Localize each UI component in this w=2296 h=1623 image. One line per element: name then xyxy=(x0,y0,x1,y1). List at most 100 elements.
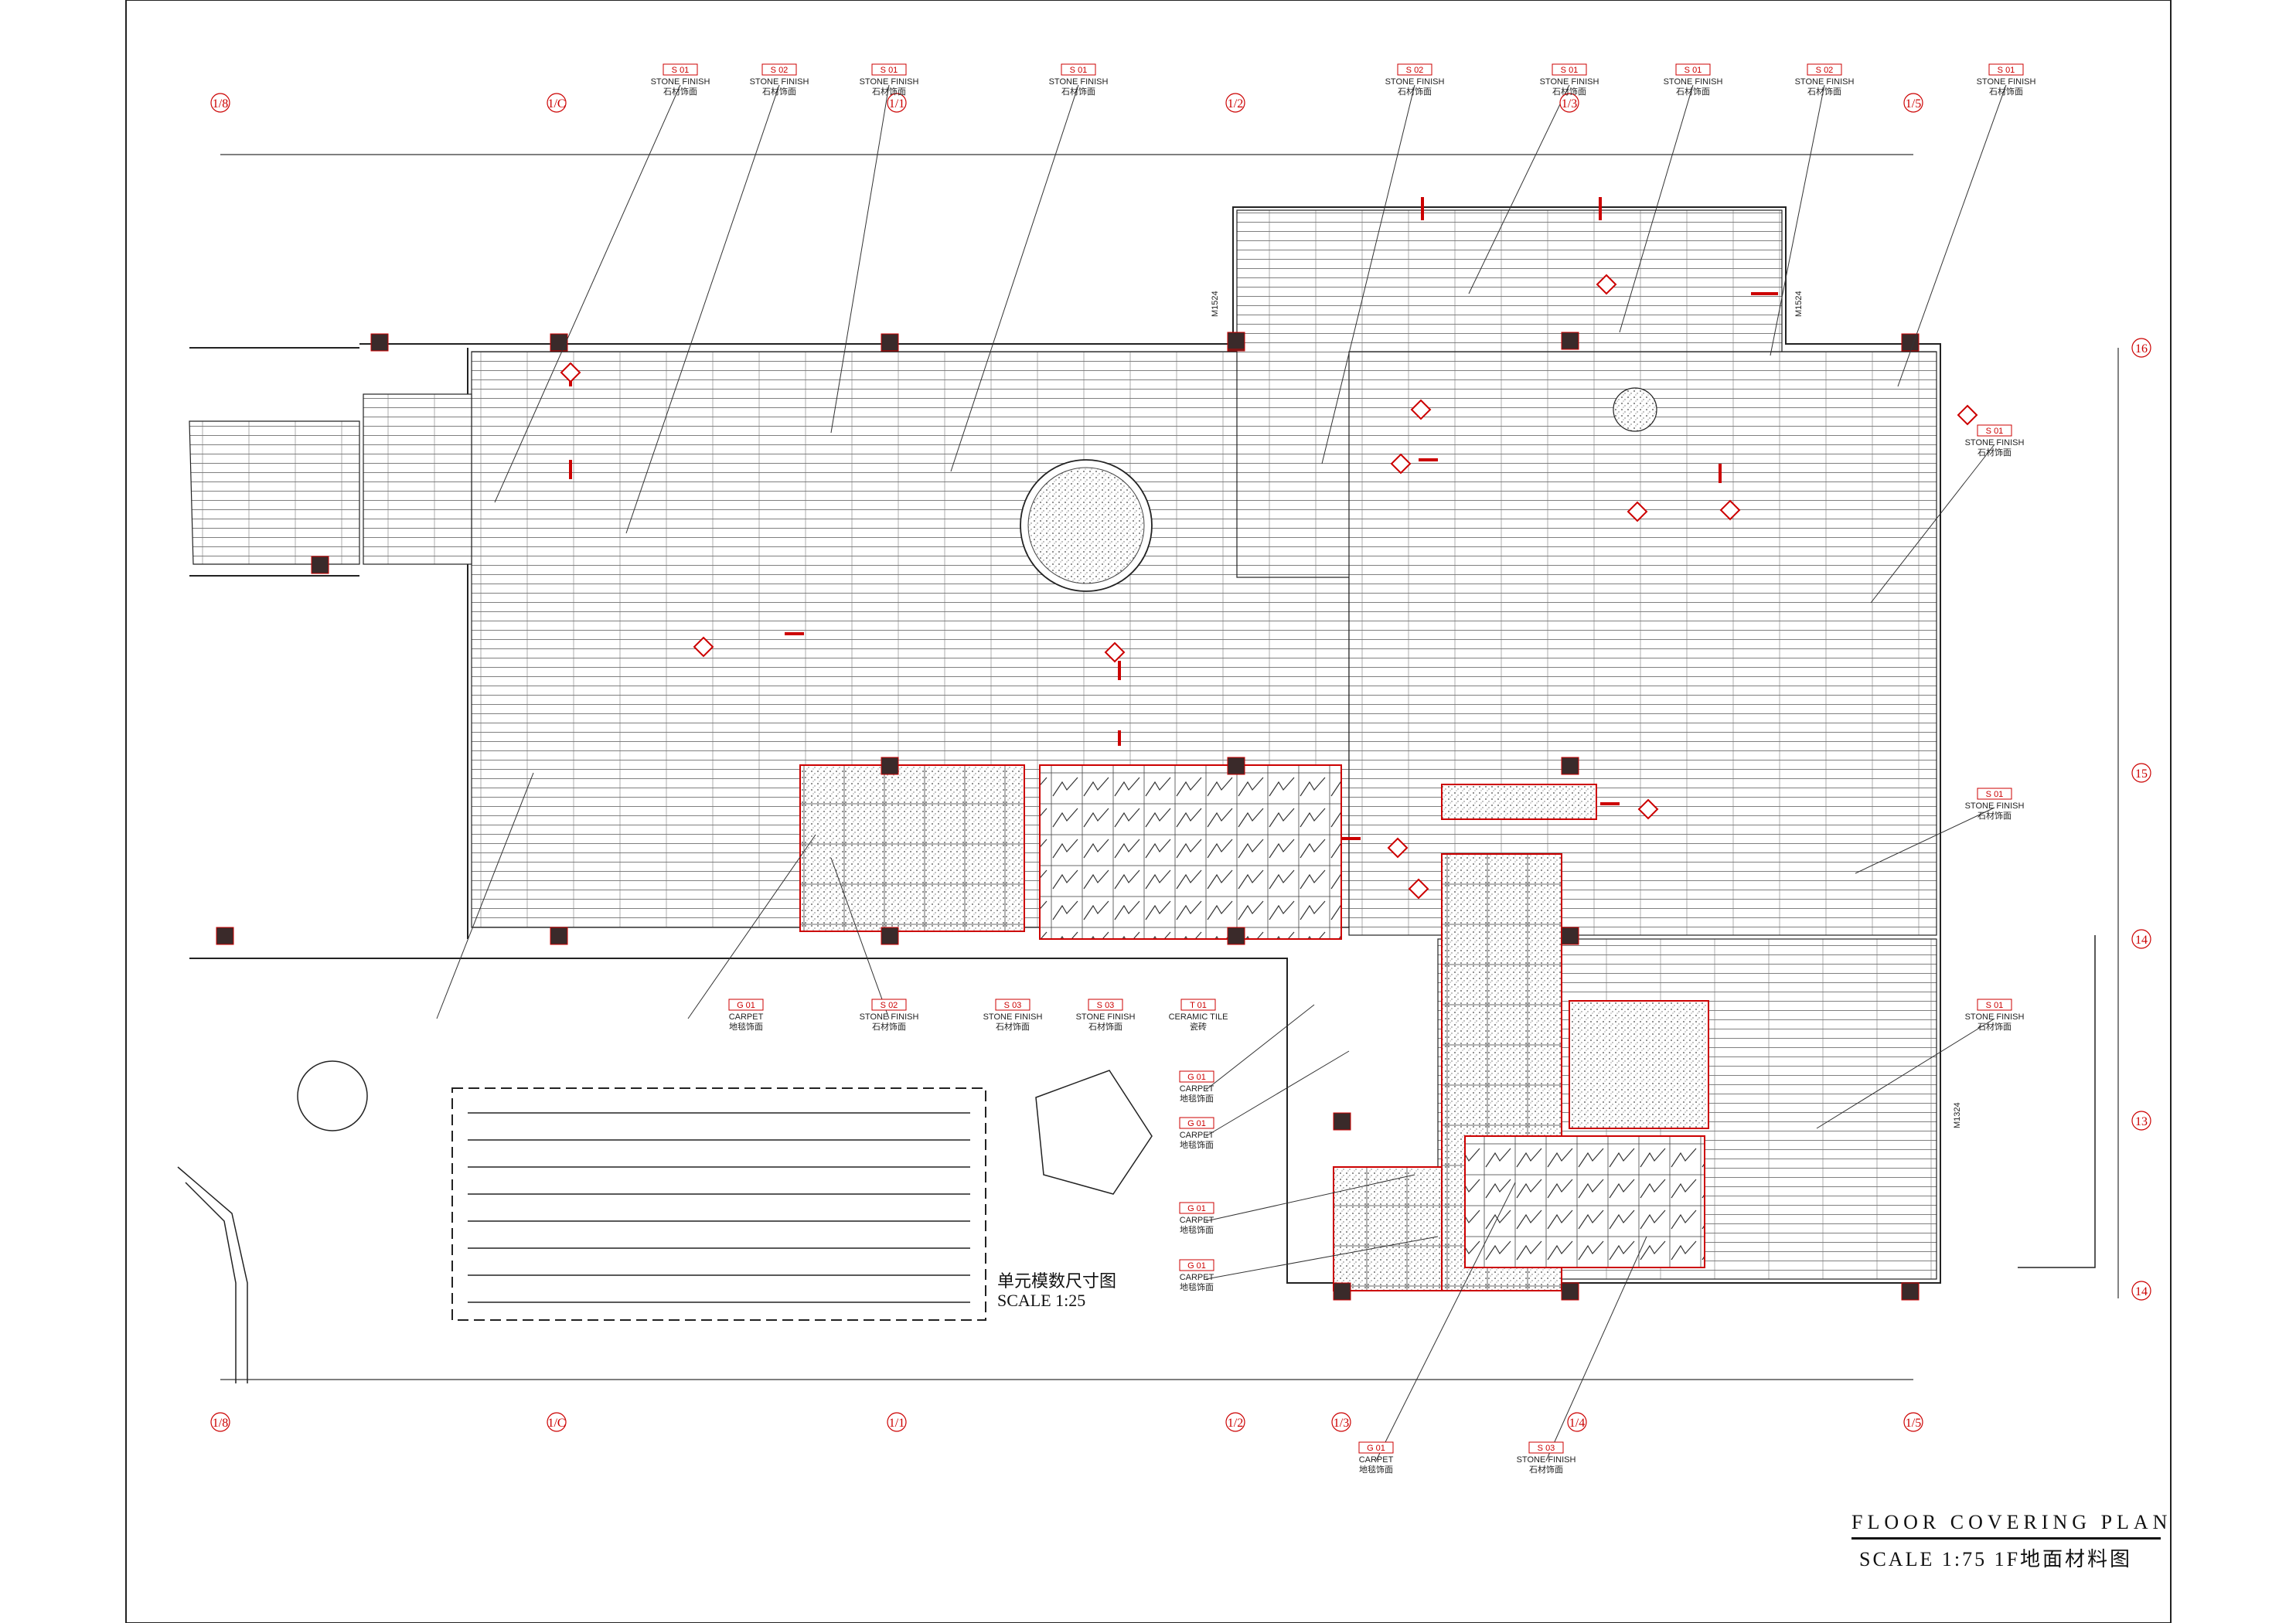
material-tag-sub: 地毯饰面 xyxy=(1180,1281,1214,1292)
feature-circle xyxy=(1020,387,1657,592)
material-tag-box xyxy=(995,999,1030,1011)
material-tag-sub: 石材饰面 xyxy=(996,1021,1030,1032)
material-tag-box xyxy=(1061,63,1096,76)
material-tag-sub: 石材饰面 xyxy=(1552,86,1586,97)
grid-label: 1/8 xyxy=(213,1417,228,1430)
material-tag-label: STONE FINISH xyxy=(750,77,809,87)
material-tag-sub: 石材饰面 xyxy=(1989,86,2023,97)
material-tag-sub: 石材饰面 xyxy=(1398,86,1432,97)
grid-labels-right: 16 15 14 13 14 xyxy=(2135,342,2148,1298)
material-tag-code: S 01 xyxy=(1998,66,2015,75)
terrazzo-zone-bar xyxy=(1441,784,1597,820)
grid-label: 14 xyxy=(2135,934,2148,947)
material-tag-box xyxy=(663,63,698,76)
material-tag-sub: 石材饰面 xyxy=(1977,447,2012,458)
landscape-features xyxy=(177,935,2096,1383)
material-tag-sub: 石材饰面 xyxy=(663,86,697,97)
material-tag-code: S 03 xyxy=(1097,1001,1115,1010)
material-tag-box xyxy=(761,63,797,76)
door-tag: M1524 xyxy=(1794,291,1804,317)
material-tag-box xyxy=(1180,999,1216,1011)
grid-label: 14 xyxy=(2135,1285,2148,1298)
material-tag-label: STONE FINISH xyxy=(860,1012,919,1022)
material-tag-code: G 01 xyxy=(1187,1073,1206,1082)
material-tag-sub: 石材饰面 xyxy=(1977,1021,2012,1032)
material-tag-code: S 01 xyxy=(1986,427,2004,436)
material-tag-label: CERAMIC TILE xyxy=(1169,1012,1228,1022)
material-tag-code: S 01 xyxy=(1561,66,1579,75)
material-tag-box xyxy=(871,999,907,1011)
material-tag-sub: 瓷砖 xyxy=(1190,1021,1207,1032)
material-tag-code: S 02 xyxy=(771,66,789,75)
material-tag-box xyxy=(871,63,907,76)
detail-scale: SCALE 1:25 xyxy=(997,1291,1086,1310)
material-tag-box xyxy=(1088,999,1123,1011)
material-tag-label: STONE FINISH xyxy=(1977,77,2036,87)
grid-label: 1/C xyxy=(547,97,565,111)
material-tag-sub: 石材饰面 xyxy=(1088,1021,1122,1032)
grid-label: 1/C xyxy=(547,1417,565,1430)
floor-entry-wedge xyxy=(189,420,360,565)
carpet-zone-lounge xyxy=(799,764,1025,932)
material-tag-code: S 01 xyxy=(1986,1001,2004,1010)
material-tag-label: STONE FINISH xyxy=(1965,438,2025,447)
floor-areas xyxy=(189,209,1937,1280)
material-tag-sub: 石材饰面 xyxy=(1977,810,2012,821)
leader-lines xyxy=(436,84,2007,1461)
carpet-zone-service xyxy=(1333,1166,1443,1291)
material-tag-code: S 01 xyxy=(1986,790,2004,799)
material-tag-sub: 石材饰面 xyxy=(762,86,796,97)
material-tag-box xyxy=(1179,1070,1214,1083)
drawing-title: FLOOR COVERING PLAN xyxy=(1851,1511,2172,1533)
material-tag-sub: 石材饰面 xyxy=(872,1021,906,1032)
grid-label: 13 xyxy=(2135,1115,2148,1128)
material-tag-code: S 01 xyxy=(672,66,690,75)
material-tag-sub: 石材饰面 xyxy=(1676,86,1710,97)
door-tag: M1524 xyxy=(1211,291,1220,317)
material-tag-box xyxy=(1977,424,2012,437)
section-markers xyxy=(560,274,1978,900)
material-tag-label: CARPET xyxy=(1180,1216,1214,1225)
material-tag-label: STONE FINISH xyxy=(1795,77,1855,87)
material-tag-label: CARPET xyxy=(1180,1131,1214,1140)
material-tag-code: S 03 xyxy=(1538,1444,1555,1453)
grid-labels-bottom: 1/8 1/C 1/1 1/2 1/3 1/4 1/5 xyxy=(213,1417,1921,1430)
material-tag-code: S 01 xyxy=(1070,66,1088,75)
material-tag-label: CARPET xyxy=(1359,1455,1394,1465)
material-tag-label: STONE FINISH xyxy=(651,77,710,87)
material-tag-sub: 地毯饰面 xyxy=(729,1021,763,1032)
material-tag-box xyxy=(1179,1202,1214,1214)
detail-title: 单元模数尺寸图 xyxy=(997,1271,1117,1291)
material-tag-sub: 石材饰面 xyxy=(1807,86,1841,97)
material-tag-code: S 03 xyxy=(1004,1001,1022,1010)
material-tag-label: STONE FINISH xyxy=(1385,77,1445,87)
material-tag-box xyxy=(1977,999,2012,1011)
material-tag-sub: 地毯饰面 xyxy=(1180,1093,1214,1104)
material-tag-sub: 石材饰面 xyxy=(1061,86,1095,97)
drawing-scale: SCALE 1:75 1F地面材料图 xyxy=(1859,1548,2133,1570)
carpet-zone-gallery xyxy=(1039,764,1342,940)
material-tag-label: STONE FINISH xyxy=(1517,1455,1576,1465)
grid-bubbles xyxy=(210,93,2151,1432)
title-underline xyxy=(1851,1537,2161,1540)
material-tag-code: G 01 xyxy=(737,1001,755,1010)
material-tag-code: T 01 xyxy=(1190,1001,1207,1010)
material-tag-box xyxy=(1358,1441,1394,1454)
material-tag-code: G 01 xyxy=(1187,1119,1206,1128)
